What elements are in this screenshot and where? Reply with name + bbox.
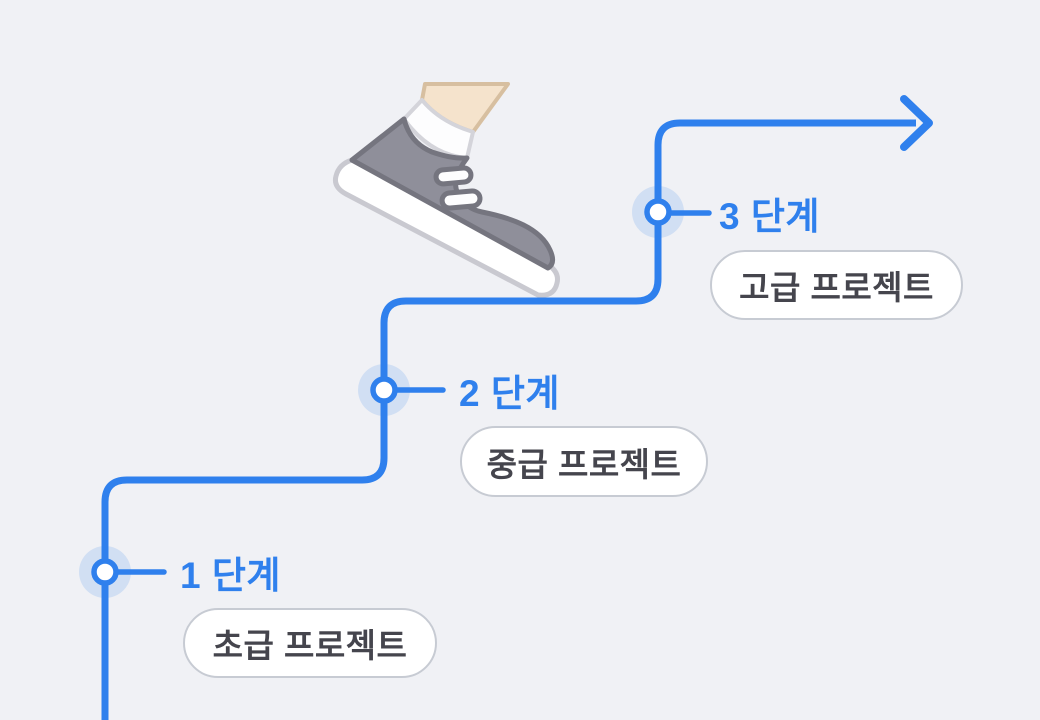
step-3-label: 3 단계 [719, 196, 820, 237]
arrow-head-icon [900, 95, 933, 151]
sneaker-lace-top [433, 165, 474, 187]
step-3-badge[interactable]: 고급 프로젝트 [710, 250, 963, 320]
step-2-badge[interactable]: 중급 프로젝트 [460, 426, 708, 497]
sneaker-icon [333, 82, 560, 298]
step-1-label: 1 단계 [180, 555, 281, 596]
step-3-badge-label: 고급 프로젝트 [739, 269, 934, 306]
sneaker-sole [333, 157, 560, 298]
sneaker-lace-bottom [439, 188, 483, 211]
step-1-badge[interactable]: 초급 프로젝트 [183, 608, 437, 678]
step-1-badge-label: 초급 프로젝트 [212, 627, 408, 664]
step-1-node [91, 558, 119, 586]
step-3-node [644, 198, 672, 226]
step-2-node [370, 376, 398, 404]
step-2-badge-label: 중급 프로젝트 [486, 445, 682, 483]
step-2-label: 2 단계 [459, 373, 560, 414]
staircase-path [101, 119, 916, 720]
